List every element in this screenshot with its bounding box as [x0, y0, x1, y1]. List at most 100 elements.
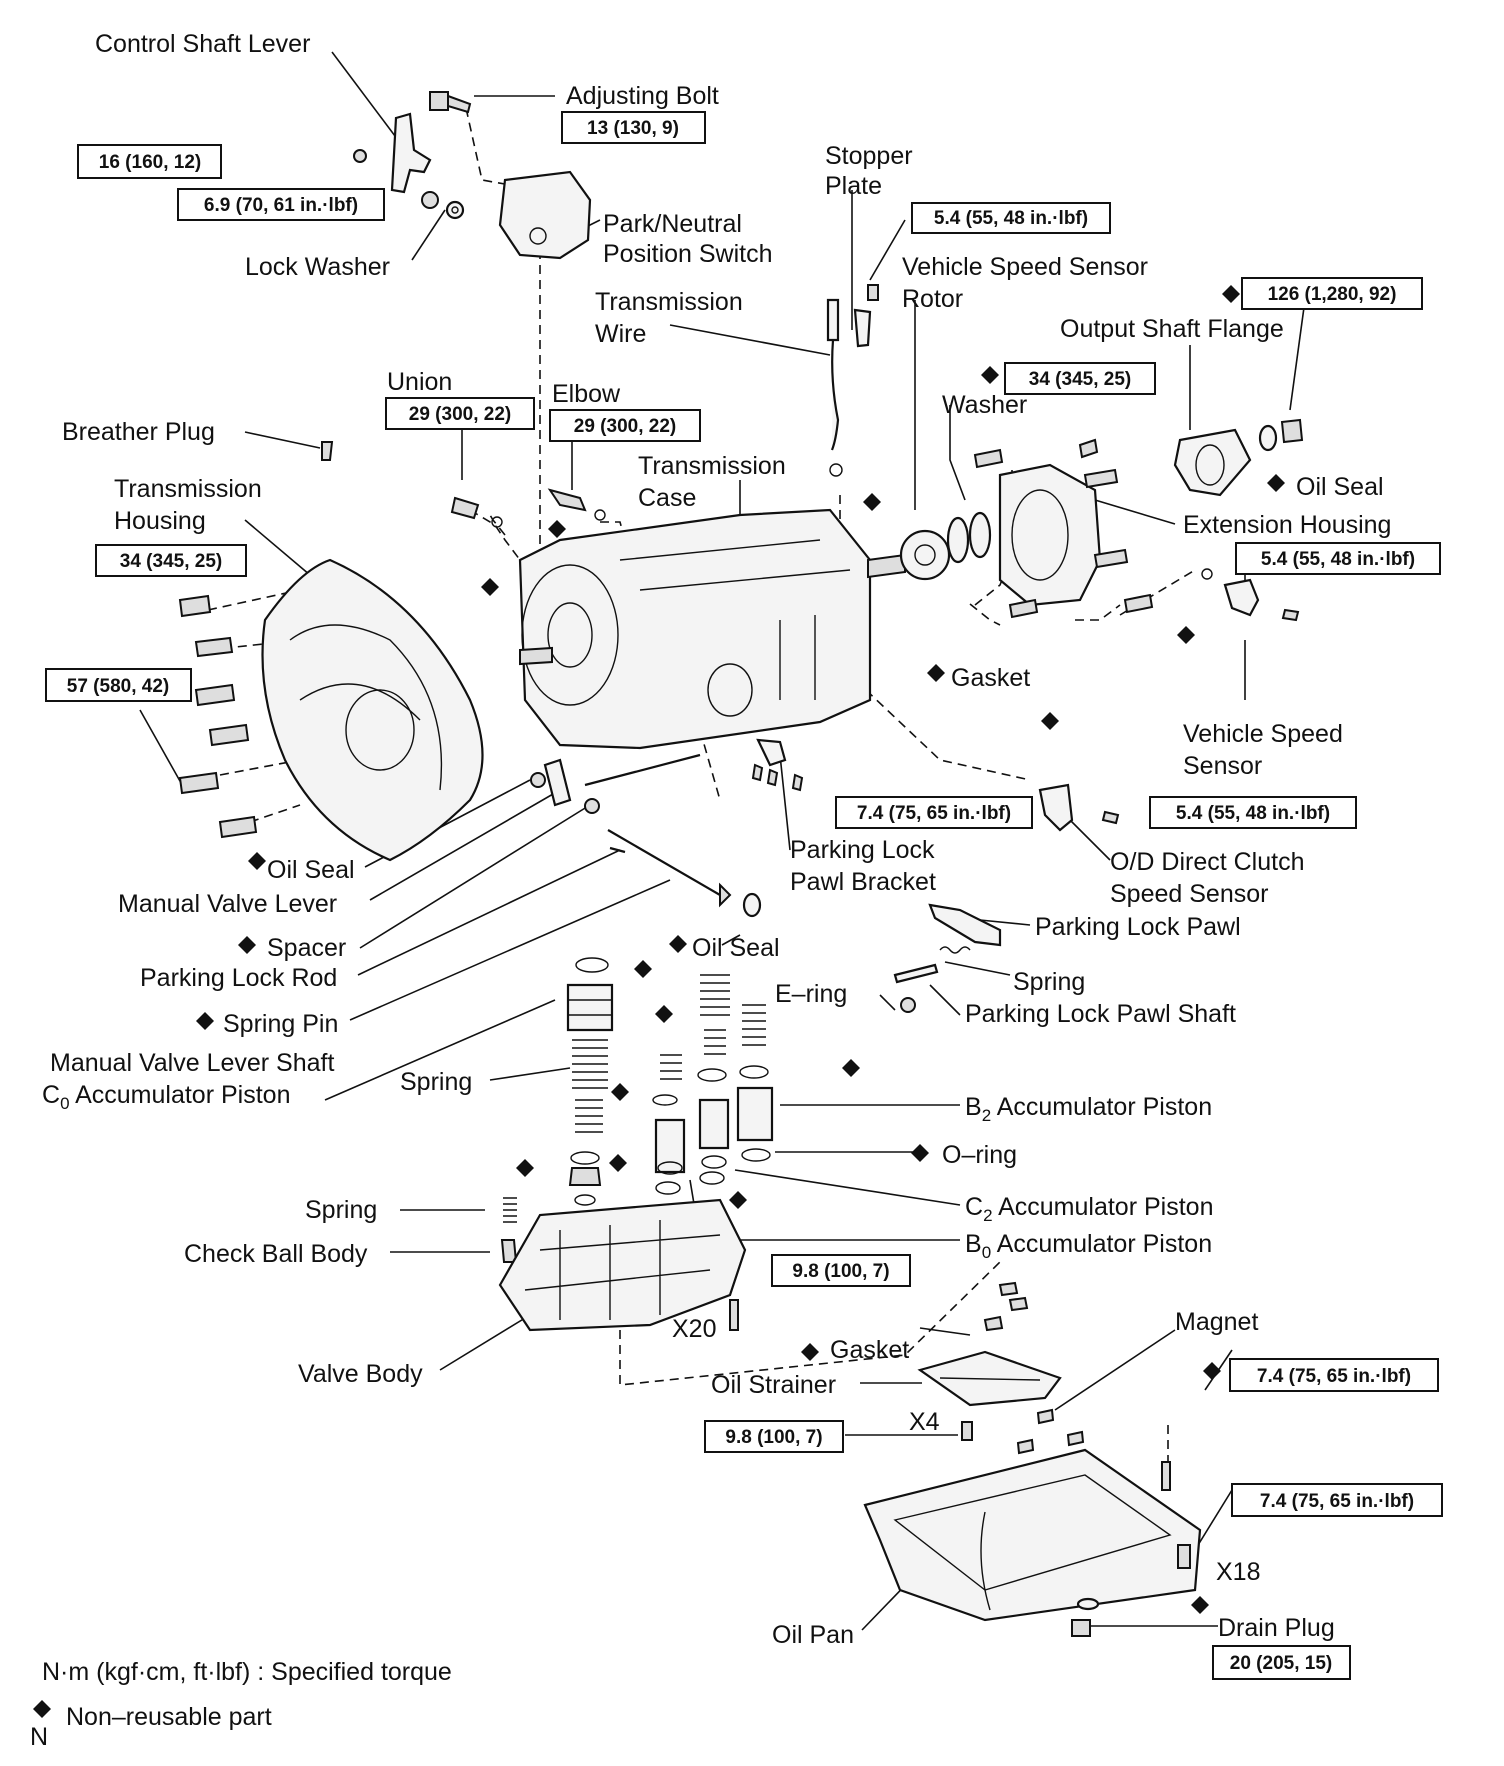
label-pawl-bracket-2: Pawl Bracket — [790, 868, 936, 896]
torque-extension-bolts: 34 (345, 25) — [1029, 369, 1131, 390]
label-oil-strainer: Oil Strainer — [711, 1371, 836, 1399]
label-union: Union — [387, 368, 452, 396]
legend: N·m (kgf·cm, ft·lbf) : Specified torque … — [30, 1658, 452, 1751]
c0-piston-part — [566, 983, 614, 1032]
label-washer: Washer — [942, 391, 1027, 419]
label-breather-plug: Breather Plug — [62, 418, 215, 446]
drain-gasket-part — [1076, 1597, 1100, 1611]
label-transmission-wire-2: Wire — [595, 320, 646, 348]
torque-union: 29 (300, 22) — [409, 404, 511, 425]
label-transmission-housing-1: Transmission — [114, 475, 262, 503]
label-spring-pin: Spring Pin — [223, 1010, 338, 1038]
accumulator-parts — [500, 957, 774, 1263]
parking-lock-pawl-bracket-part — [756, 738, 787, 767]
legend-non-reusable: Non–reusable part — [66, 1703, 272, 1731]
label-o-ring: O–ring — [942, 1141, 1017, 1169]
label-stopper-plate-2: Plate — [825, 172, 882, 200]
transmission-case-part — [518, 508, 872, 750]
park-neutral-switch-part — [498, 170, 592, 260]
torque-od-sensor: 5.4 (55, 48 in.·lbf) — [1176, 803, 1330, 824]
label-elbow: Elbow — [552, 380, 621, 408]
nut-part — [353, 149, 367, 163]
label-pawl-bracket-1: Parking Lock — [790, 836, 935, 864]
label-vehicle-speed-sensor-2: Sensor — [1183, 752, 1262, 780]
label-e-ring: E–ring — [775, 980, 847, 1008]
lock-washer-part — [445, 200, 465, 220]
label-valve-body: Valve Body — [298, 1360, 423, 1388]
b2-piston-part — [736, 1086, 774, 1142]
manual-valve-lever-part — [543, 758, 572, 807]
label-c2-accumulator: C2 Accumulator Piston — [965, 1193, 1213, 1225]
torque-pawl-bracket: 7.4 (75, 65 in.·lbf) — [857, 803, 1011, 824]
label-check-ball-body: Check Ball Body — [184, 1240, 368, 1268]
check-spring-part — [503, 1197, 517, 1223]
adjusting-bolt-part — [429, 91, 472, 114]
torque-valve-body: 9.8 (100, 7) — [792, 1261, 889, 1282]
stopper-plate-part — [853, 308, 872, 348]
torque-elbow: 29 (300, 22) — [574, 416, 676, 437]
label-oil-seal-manual: Oil Seal — [267, 856, 355, 884]
label-x4: X4 — [909, 1408, 940, 1436]
part-labels: Control Shaft Lever Adjusting Bolt Stopp… — [42, 30, 1391, 1649]
label-extension-housing: Extension Housing — [1183, 511, 1391, 539]
label-x20: X20 — [672, 1315, 716, 1343]
spring-pawl-part — [939, 946, 971, 954]
torque-pan-upper: 7.4 (75, 65 in.·lbf) — [1257, 1366, 1411, 1387]
e-ring-part — [900, 997, 916, 1013]
transmission-housing-part — [261, 558, 484, 862]
label-stopper-plate-1: Stopper — [825, 142, 913, 170]
torque-control-shaft-nut: 16 (160, 12) — [99, 152, 201, 173]
non-reusable-markers — [33, 285, 1285, 1718]
torque-housing-lower: 57 (580, 42) — [67, 676, 169, 697]
label-pawl-shaft: Parking Lock Pawl Shaft — [965, 1000, 1236, 1028]
label-c0-accumulator: C0 Accumulator Piston — [42, 1081, 290, 1113]
label-drain-plug: Drain Plug — [1218, 1614, 1335, 1642]
torque-boxes: 13 (130, 9) 16 (160, 12) 6.9 (70, 61 in.… — [45, 111, 1443, 1680]
label-spring-c0: Spring — [400, 1068, 472, 1096]
elbow-part — [547, 488, 587, 512]
torque-adjusting-bolt: 13 (130, 9) — [587, 118, 679, 139]
od-direct-clutch-sensor-part — [1038, 783, 1074, 832]
parts — [178, 91, 1304, 1637]
drain-plug-part — [1071, 1619, 1091, 1637]
extension-housing-part — [998, 463, 1102, 607]
label-oil-seal-rod: Oil Seal — [692, 934, 780, 962]
manual-valve-lever-shaft-part — [584, 753, 701, 787]
housing-bolts-part — [178, 594, 258, 839]
b0-piston-part — [654, 1118, 686, 1174]
torque-strainer: 9.8 (100, 7) — [725, 1427, 822, 1448]
spring-pin-part — [609, 846, 626, 854]
output-shaft-flange-part — [1173, 428, 1252, 497]
label-spring-pawl: Spring — [1013, 968, 1085, 996]
oil-seal-flange-part — [1258, 424, 1278, 452]
label-spacer: Spacer — [267, 934, 346, 962]
magnet-part — [1016, 1408, 1085, 1455]
label-manual-valve-lever-shaft: Manual Valve Lever Shaft — [50, 1049, 334, 1077]
label-transmission-housing-2: Housing — [114, 507, 206, 535]
label-transmission-case-2: Case — [638, 484, 696, 512]
label-od-clutch-1: O/D Direct Clutch — [1110, 848, 1304, 876]
torque-housing-upper: 34 (345, 25) — [120, 551, 222, 572]
label-output-shaft-flange: Output Shaft Flange — [1060, 315, 1284, 343]
label-magnet: Magnet — [1175, 1308, 1258, 1336]
torque-pan-lower: 7.4 (75, 65 in.·lbf) — [1260, 1491, 1414, 1512]
transmission-wire-part — [826, 298, 840, 451]
valve-body-part — [498, 1198, 747, 1332]
label-adjusting-bolt: Adjusting Bolt — [566, 82, 719, 110]
c2-piston-part — [698, 1098, 730, 1150]
leader-lines — [139, 51, 1306, 1631]
parking-lock-pawl-shaft-part — [893, 963, 939, 984]
extension-bolts-part — [973, 438, 1154, 619]
parking-lock-rod-part — [607, 829, 721, 896]
label-transmission-case-1: Transmission — [638, 452, 786, 480]
spacer-part — [584, 798, 600, 814]
vehicle-speed-sensor-part — [1223, 578, 1260, 617]
label-parking-lock-pawl: Parking Lock Pawl — [1035, 913, 1241, 941]
union-part — [450, 496, 480, 520]
label-vehicle-speed-sensor-1: Vehicle Speed — [1183, 720, 1343, 748]
oil-seal-rod-part — [742, 892, 762, 918]
label-od-clutch-2: Speed Sensor — [1110, 880, 1268, 908]
breather-plug-part — [321, 441, 334, 461]
label-pnp-switch-1: Park/Neutral — [603, 210, 742, 238]
